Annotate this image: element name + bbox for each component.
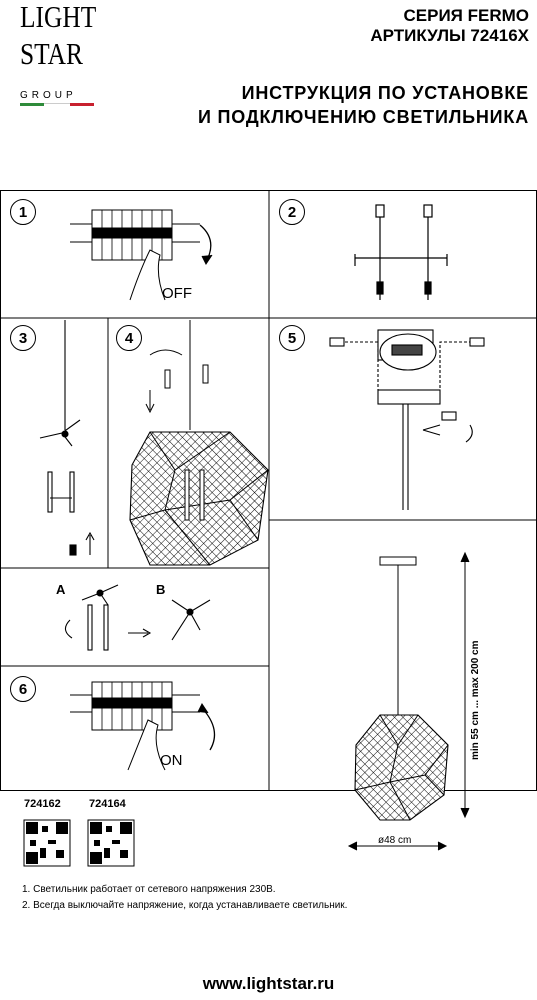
shade-assembly: [129, 320, 269, 566]
website-link[interactable]: www.lightstar.ru: [202, 974, 335, 993]
on-label: ON: [160, 752, 183, 769]
holder-assembly-ab: [64, 584, 211, 651]
qr-code-724162: [23, 819, 71, 867]
mounting-bracket: [354, 204, 448, 300]
sku-2: 724164: [89, 798, 126, 810]
step-number-4: 4: [116, 325, 142, 351]
series-title: СЕРИЯ FERMO: [403, 6, 530, 25]
breaker-panel-off: [70, 209, 213, 301]
note-1: 1. Светильник работает от сетевого напря…: [22, 884, 276, 895]
step-number-5: 5: [279, 325, 305, 351]
articles-title: АРТИКУЛЫ 72416X: [370, 26, 529, 45]
step-number-3: 3: [10, 325, 36, 351]
logo-group-text: GROUP: [20, 90, 77, 101]
logo-line2: STAR: [20, 36, 83, 71]
pendant-final: [347, 551, 470, 851]
sku-1: 724162: [24, 798, 61, 810]
off-label: OFF: [162, 285, 192, 302]
height-label: min 55 cm ... max 200 cm: [470, 640, 481, 760]
label-a: A: [56, 582, 66, 597]
diameter-label: ø48 cm: [378, 835, 412, 846]
step-number-2: 2: [279, 199, 305, 225]
logo-flag: [20, 103, 94, 106]
brand-logo: LIGHT STAR: [20, 0, 113, 71]
note-2: 2. Всегда выключайте напряжение, когда у…: [22, 900, 348, 911]
breaker-panel-on: [70, 681, 216, 771]
instruction-title-line1: ИНСТРУКЦИЯ ПО УСТАНОВКЕ: [241, 83, 529, 103]
step-number-6: 6: [10, 676, 36, 702]
logo-line1: LIGHT: [20, 0, 97, 34]
cable-and-holder: [39, 320, 95, 556]
step-number-1: 1: [10, 199, 36, 225]
instruction-title-line2: И ПОДКЛЮЧЕНИЮ СВЕТИЛЬНИКА: [198, 107, 529, 127]
label-b: B: [156, 582, 166, 597]
canopy-wiring: [329, 329, 485, 510]
qr-code-724164: [87, 819, 135, 867]
